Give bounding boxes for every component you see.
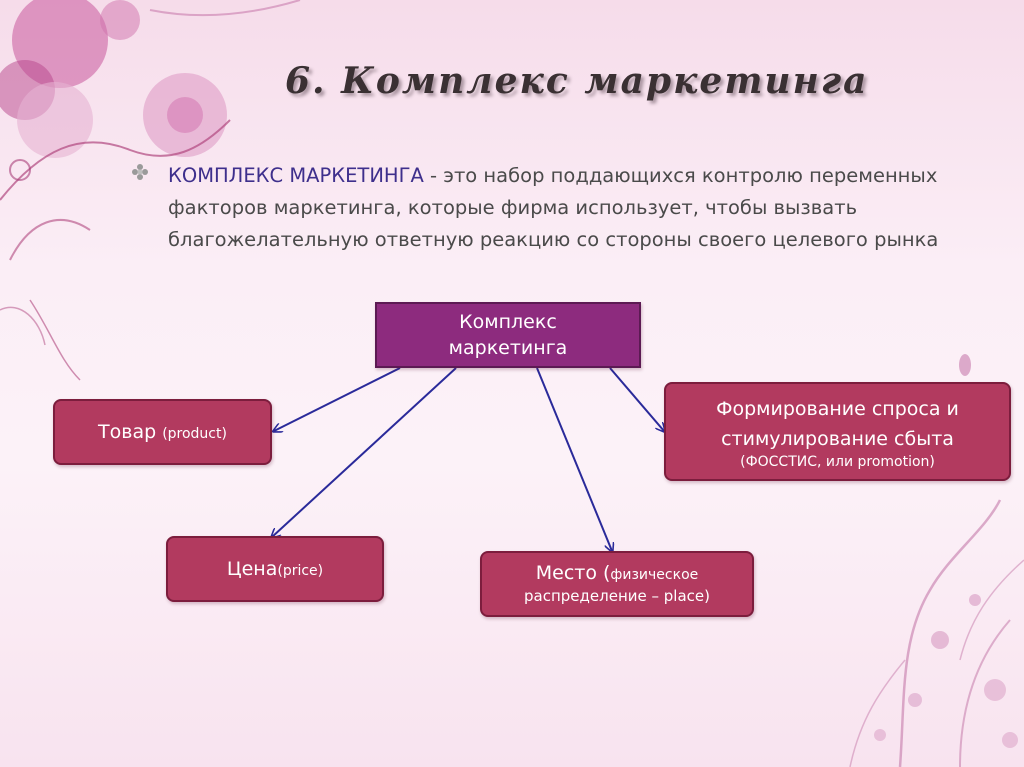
promotion-line1: Формирование спроса и [716, 397, 959, 420]
product-sublabel: (product) [162, 426, 227, 442]
center-line2: маркетинга [448, 337, 568, 359]
center-line1: Комплекс [459, 311, 557, 333]
place-label: Место ( [535, 562, 611, 584]
marketing-mix-box: Комплекс маркетинга [375, 302, 641, 368]
promotion-line2: стимулирование сбыта [721, 427, 954, 450]
price-label: Цена [226, 558, 278, 580]
flower-bullet-icon [132, 164, 148, 180]
promotion-line3: (ФОССТИС, или promotion) [740, 453, 935, 470]
price-sublabel: (price) [277, 563, 324, 579]
place-line2: распределение – place) [524, 587, 710, 605]
product-box: Товар (product) [53, 399, 272, 465]
definition-term: КОМПЛЕКС МАРКЕТИНГА [168, 164, 424, 187]
slide-title: 6. Комплекс маркетинга [285, 60, 869, 102]
price-box: Цена(price) [166, 536, 384, 602]
definition-bullet: КОМПЛЕКС МАРКЕТИНГА - это набор поддающи… [132, 160, 942, 256]
top-left-flower-ornament [0, 0, 301, 381]
product-label: Товар [98, 421, 163, 443]
place-sublabel: физическое [610, 567, 699, 583]
definition-text: КОМПЛЕКС МАРКЕТИНГА - это набор поддающи… [168, 160, 942, 256]
place-box: Место (физическое распределение – place) [480, 551, 754, 617]
bottom-right-vine-ornament [849, 354, 1024, 767]
definition-body: - это набор поддающихся контролю перемен… [168, 164, 939, 251]
promotion-box: Формирование спроса и стимулирование сбы… [664, 382, 1011, 481]
